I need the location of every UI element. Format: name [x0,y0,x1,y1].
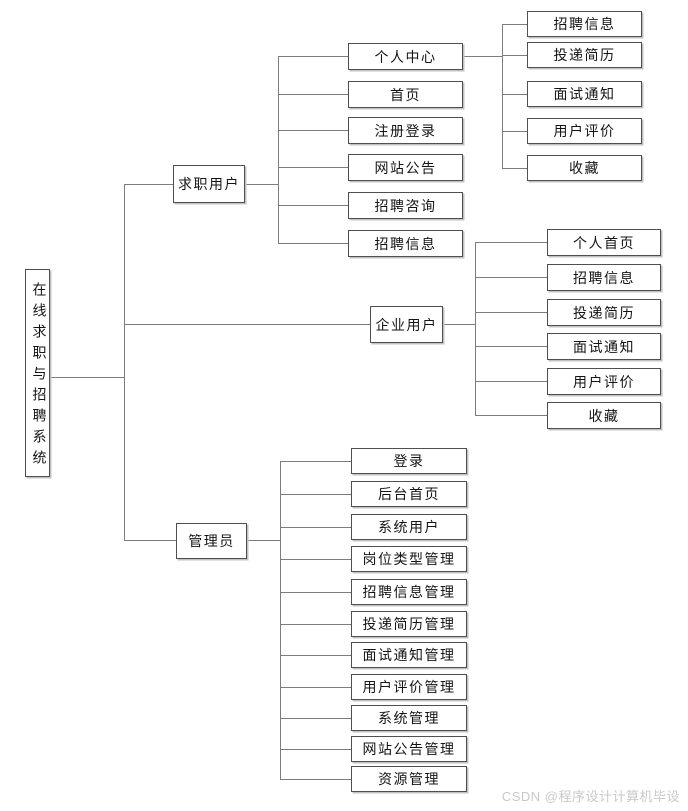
connector-line [280,687,351,688]
branch-admin: 管理员 [176,523,247,559]
node-admin-login: 登录 [351,448,467,474]
connector-line [247,540,280,541]
connector-line [463,56,502,57]
node-admin-user-review-mgmt: 用户评价管理 [351,674,467,700]
node-pc-submit-resume: 投递简历 [527,42,642,68]
connector-line [502,24,527,25]
connector-line [280,718,351,719]
connector-line [278,94,348,95]
connector-line [280,461,281,780]
node-home: 首页 [348,81,463,108]
node-recruit-info: 招聘信息 [348,230,463,257]
connector-line [278,130,348,131]
connector-line [475,346,547,347]
connector-line [502,131,527,132]
connector-line [124,184,173,185]
node-personal-center: 个人中心 [348,43,463,70]
node-admin-backend-home: 后台首页 [351,481,467,507]
node-ent-submit-resume: 投递简历 [547,299,661,326]
connector-line [280,624,351,625]
connector-line [443,324,475,325]
node-admin-site-announcement-mgmt: 网站公告管理 [351,736,467,762]
connector-line [280,494,351,495]
connector-line [280,592,351,593]
node-ent-recruit-info: 招聘信息 [547,264,661,291]
branch-enterprise-user: 企业用户 [370,306,443,343]
node-pc-interview-notice: 面试通知 [527,81,642,107]
connector-line [475,242,547,243]
node-admin-system-users: 系统用户 [351,514,467,540]
connector-line [280,559,351,560]
connector-line [280,779,351,780]
node-pc-favorites: 收藏 [527,155,642,181]
connector-line [475,381,547,382]
connector-line [278,56,279,244]
connector-line [475,415,547,416]
root-node-online-job-system: 在线求职与招聘系统 [25,269,50,477]
connector-line [245,184,278,185]
connector-line [502,55,527,56]
connector-line [124,184,125,541]
node-site-announcement: 网站公告 [348,154,463,181]
node-ent-personal-home: 个人首页 [547,229,661,256]
connector-line [502,24,503,169]
node-ent-interview-notice: 面试通知 [547,333,661,360]
connector-line [280,749,351,750]
connector-line [278,167,348,168]
connector-line [124,540,176,541]
node-admin-resume-mgmt: 投递简历管理 [351,611,467,637]
connector-line [280,527,351,528]
connector-line [502,94,527,95]
node-admin-recruit-info-mgmt: 招聘信息管理 [351,579,467,605]
connector-line [475,312,547,313]
connector-line [475,242,476,416]
node-register-login: 注册登录 [348,117,463,144]
connector-line [124,324,370,325]
node-ent-user-review: 用户评价 [547,368,661,395]
node-ent-favorites: 收藏 [547,402,661,429]
node-admin-job-type-mgmt: 岗位类型管理 [351,546,467,572]
csdn-watermark: CSDN @程序设计计算机毕设 [501,789,680,804]
node-recruit-consult: 招聘咨询 [348,192,463,219]
node-pc-recruit-info: 招聘信息 [527,11,642,37]
node-pc-user-review: 用户评价 [527,118,642,144]
connector-line [278,205,348,206]
connector-line [278,243,348,244]
branch-jobseeker-user: 求职用户 [173,165,245,203]
connector-line [280,461,351,462]
connector-line [50,377,124,378]
connector-line [502,168,527,169]
connector-line [278,56,348,57]
connector-line [475,277,547,278]
node-admin-interview-notice-mgmt: 面试通知管理 [351,642,467,668]
connector-line [280,655,351,656]
node-admin-system-mgmt: 系统管理 [351,705,467,731]
node-admin-resource-mgmt: 资源管理 [351,766,467,792]
